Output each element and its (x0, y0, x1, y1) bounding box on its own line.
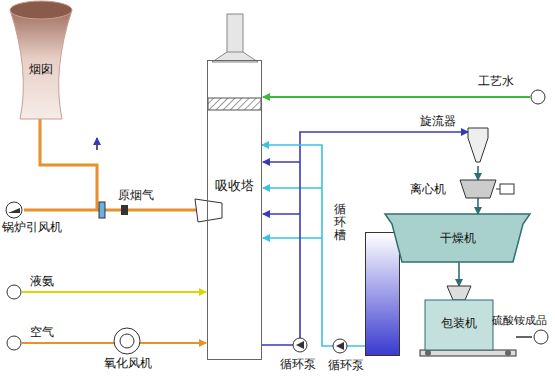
gas-inlet (195, 199, 222, 222)
node-label: 吸收塔 (208, 179, 261, 193)
ammonia-line (22, 291, 206, 293)
fan-symbol (8, 208, 20, 213)
packing-machine: 包装机 (425, 286, 493, 350)
product-line (516, 336, 532, 338)
source-symbol (7, 285, 21, 299)
node-label: 烟囱 (8, 62, 74, 76)
dryer: 干燥机 (385, 214, 530, 262)
circulation-tank: 循环槽 (365, 232, 400, 356)
pump-symbol (293, 338, 307, 352)
flue-duct (24, 209, 198, 212)
stack (227, 14, 243, 54)
spray-branch (263, 187, 322, 189)
pump-symbol (336, 342, 344, 350)
recycle-line (262, 145, 365, 346)
recycle-branch (263, 161, 300, 163)
chimney-outline (8, 0, 74, 120)
absorption-tower: 吸收塔 (207, 60, 262, 360)
centrifuge-outline (460, 180, 496, 198)
pump-symbol (333, 339, 347, 353)
hydrocyclone-outline (468, 128, 488, 166)
damper (99, 202, 105, 218)
bypass-duct (40, 119, 97, 210)
node-label: 旋流器 (420, 114, 456, 128)
part-label: 循环泵 (328, 358, 364, 372)
source-symbol (531, 90, 545, 104)
part-label: 氧化风机 (104, 356, 152, 370)
hydrocyclone: 旋流器 (468, 128, 488, 166)
solids-flow (477, 198, 479, 214)
roller (505, 350, 511, 356)
part-label: 锅炉引风机 (2, 220, 62, 234)
solids-flow (477, 166, 479, 180)
part-label: 空气 (30, 325, 54, 339)
blower-symbol (114, 328, 140, 354)
water-line (263, 96, 530, 98)
spray-branch (263, 237, 322, 239)
part-label: 原烟气 (118, 188, 154, 202)
part-label: 液氨 (30, 274, 54, 288)
centrifuge: 离心机 (460, 180, 496, 198)
demister-layer (208, 98, 261, 110)
node-label: 干燥机 (385, 231, 530, 245)
node-label: 包装机 (425, 316, 493, 330)
product-symbol (534, 330, 548, 344)
part-label: 循环泵 (280, 357, 316, 371)
node-label: 离心机 (410, 182, 446, 196)
source-symbol (7, 336, 21, 350)
solids-flow (458, 262, 460, 286)
flow-arrow (96, 138, 98, 150)
conveyor (420, 350, 516, 356)
damper (121, 205, 128, 215)
pump-symbol (296, 341, 304, 349)
chimney: 烟囱 (8, 0, 74, 120)
recycle-branch (263, 213, 300, 215)
roller (425, 350, 431, 356)
fan-symbol (6, 202, 22, 218)
part-label: 硫酸铵成品 (492, 314, 547, 328)
node-label: 循环槽 (334, 203, 346, 243)
part-label: 工艺水 (478, 74, 514, 88)
blower-symbol (120, 334, 134, 348)
